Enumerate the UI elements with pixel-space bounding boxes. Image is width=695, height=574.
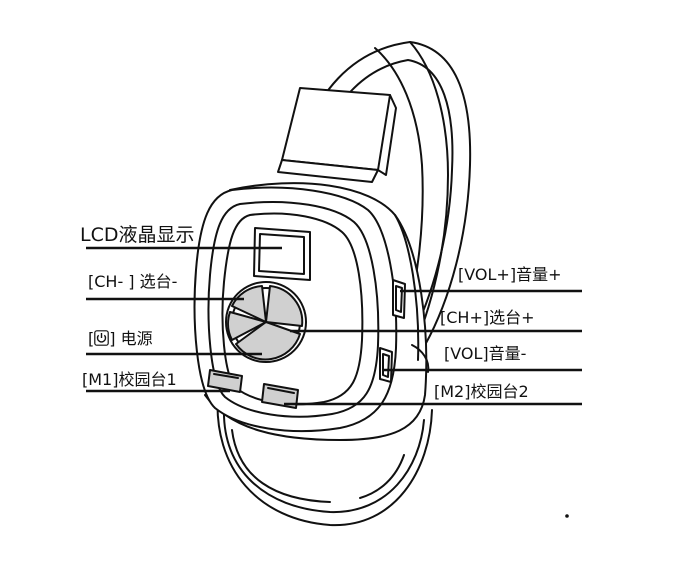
label-vol-minus: [VOL]音量- — [444, 344, 527, 363]
memory-buttons — [207, 369, 299, 409]
lcd-screen — [253, 227, 311, 281]
label-power: [ ] 电源 — [88, 330, 153, 349]
label-ch-plus: [CH+]选台+ — [440, 308, 535, 327]
volume-buttons — [379, 279, 406, 383]
label-power-suffix: ] 电源 — [109, 329, 153, 348]
power-icon — [94, 330, 110, 349]
label-m1: [M1]校园台1 — [82, 370, 177, 389]
stray-dot — [565, 514, 569, 518]
label-m2: [M2]校园台2 — [434, 382, 529, 401]
label-power-prefix: [ — [88, 329, 95, 348]
leader-lines — [86, 246, 582, 406]
label-lcd: LCD液晶显示 — [80, 224, 195, 246]
label-vol-plus: [VOL+]音量+ — [458, 265, 562, 284]
label-ch-minus: [CH- ] 选台- — [88, 272, 178, 291]
control-buttons — [225, 281, 307, 363]
headband-slider — [277, 87, 397, 183]
